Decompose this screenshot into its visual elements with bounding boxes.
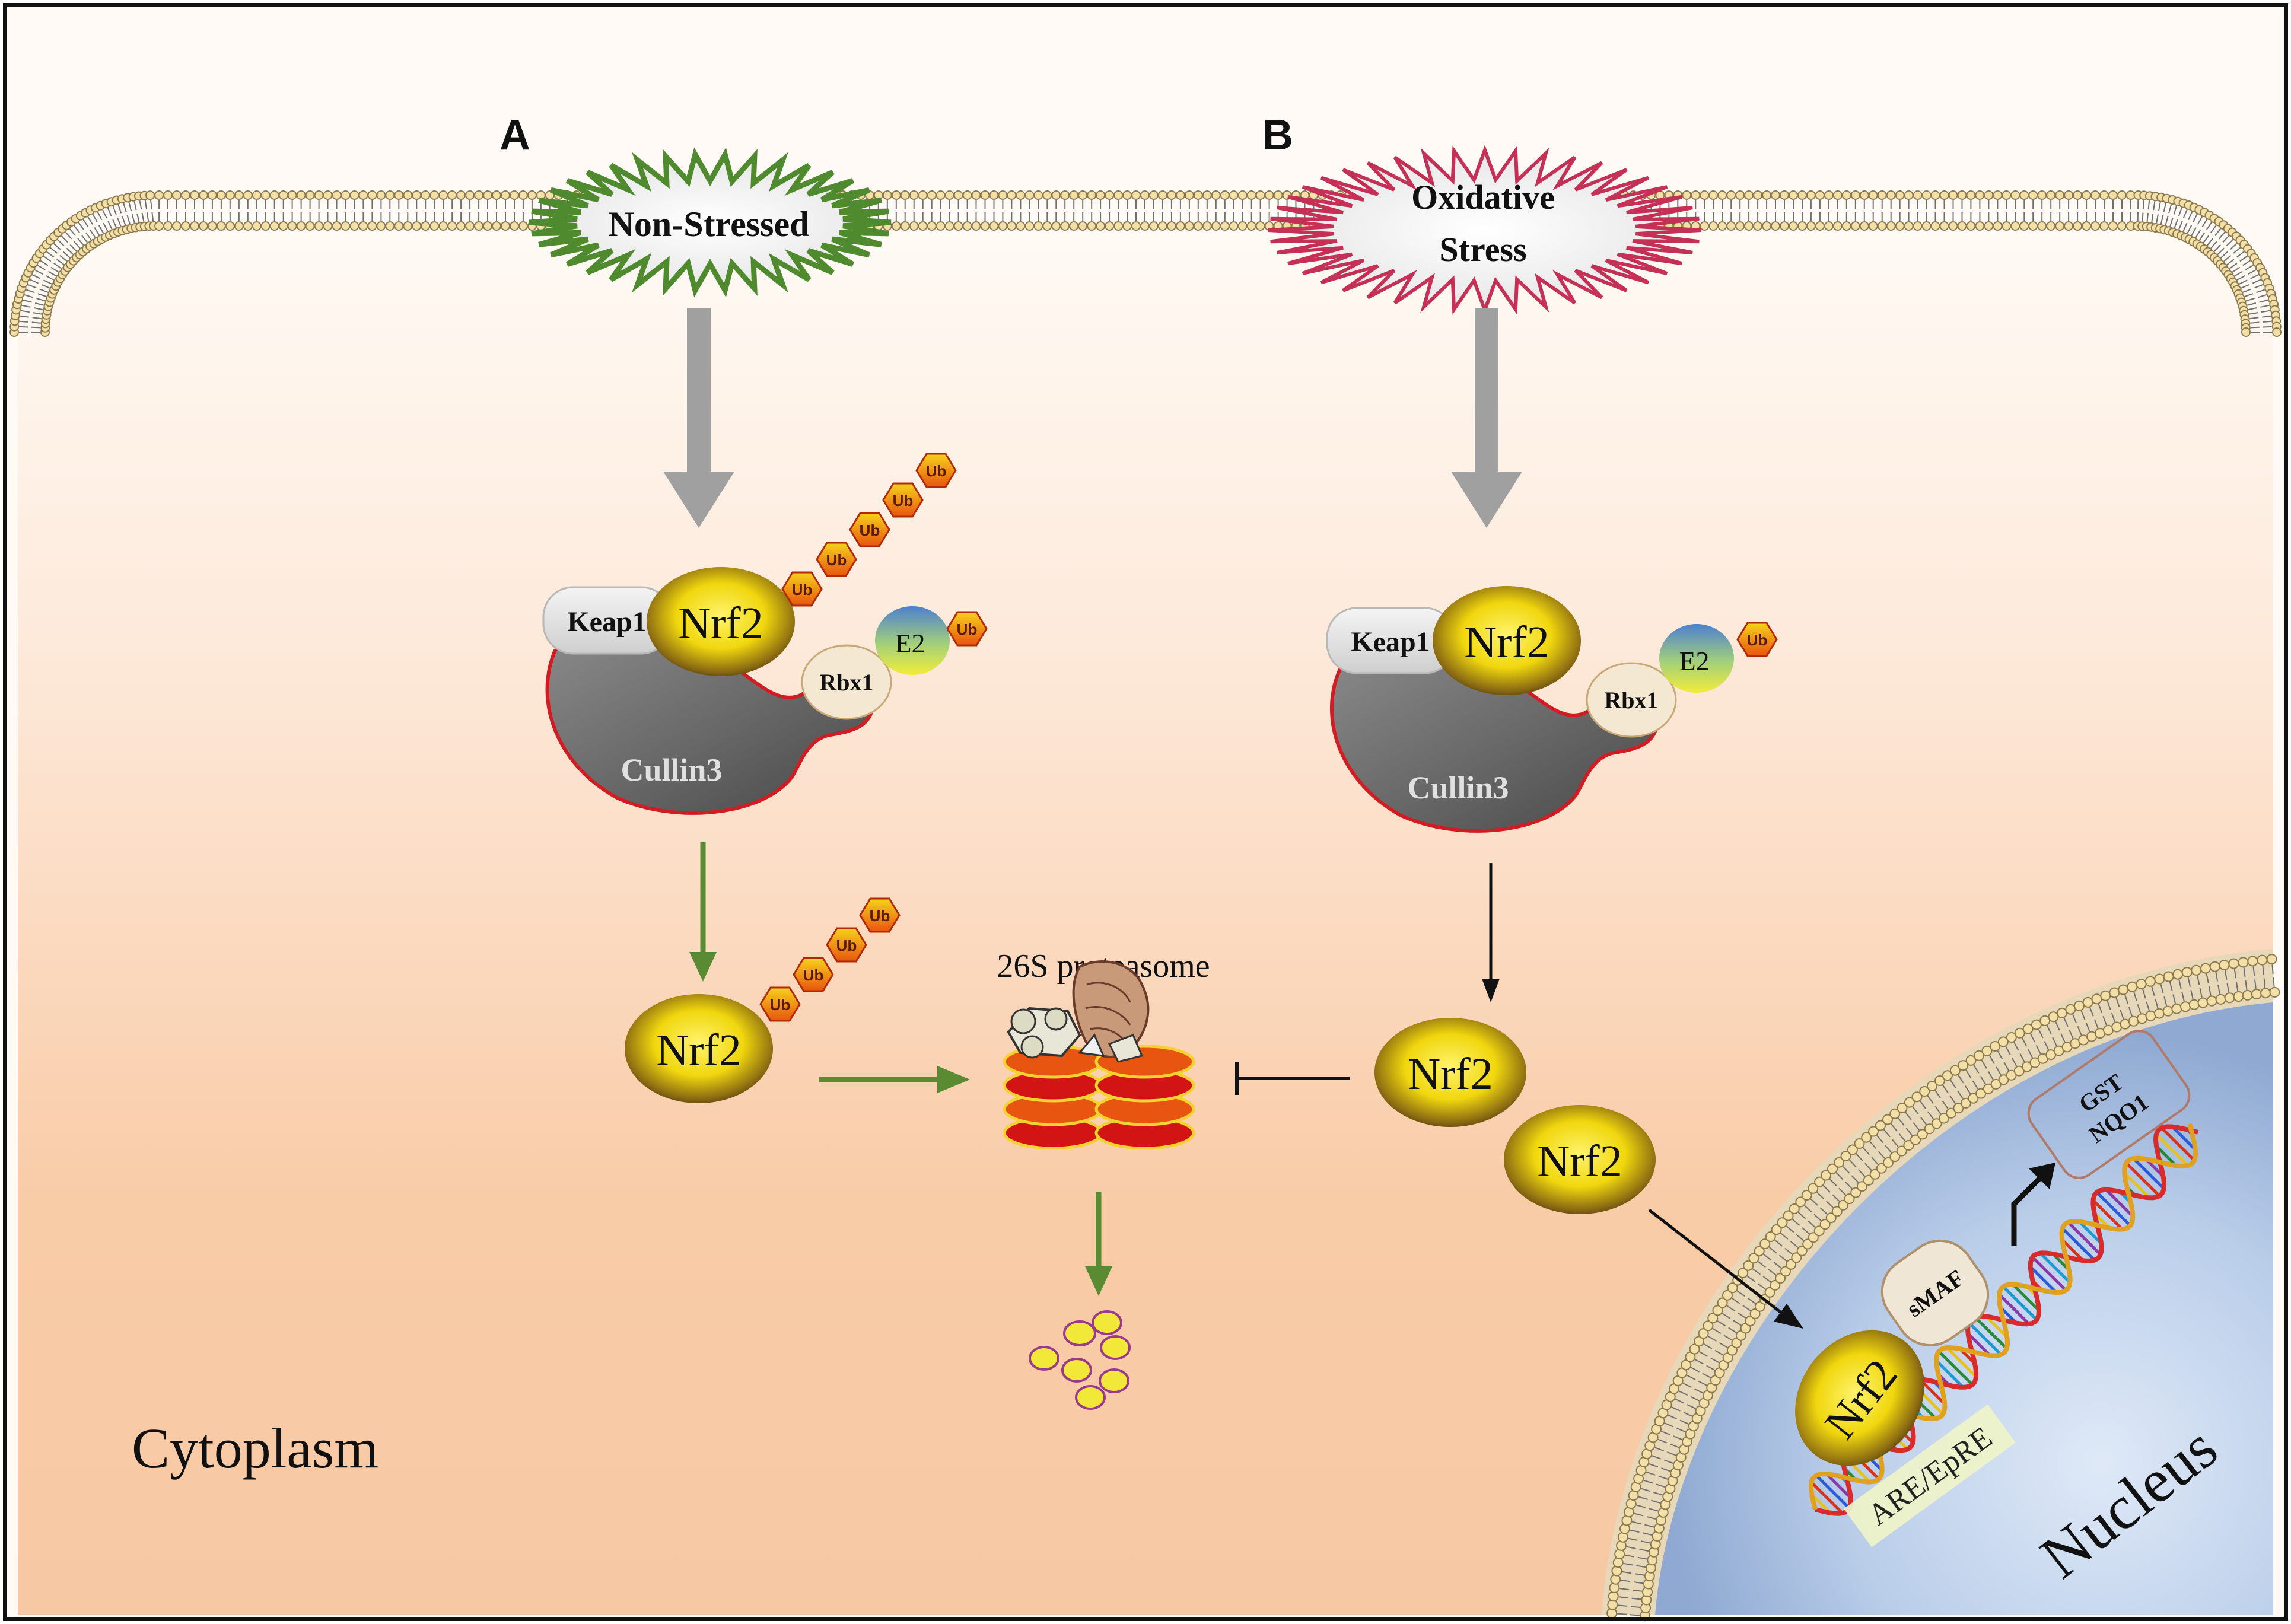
ub-hex: Ub: [915, 453, 957, 488]
ub-chain-free: Ub Ub Ub Ub: [759, 897, 901, 1022]
nrf2-nuclear: Nrf2: [1795, 1330, 1924, 1466]
ub-hex: Ub: [826, 927, 867, 963]
ub-hex: Ub: [882, 482, 924, 518]
nrf2-bound-label-a: Nrf2: [678, 598, 763, 648]
ub-label: Ub: [870, 907, 890, 925]
ub-on-e2-b: Ub: [1736, 622, 1778, 657]
cullin3-label-a: Cullin3: [621, 752, 722, 788]
stress-label: Stress: [1439, 230, 1526, 269]
proteasome-cap-left: [1007, 1007, 1081, 1059]
smaf: sMAF: [1880, 1239, 1990, 1347]
rbx1-b: [1586, 662, 1677, 738]
keap1-label-b: Keap1: [1351, 626, 1430, 658]
green-arrow-to-proteasome: [819, 1066, 970, 1093]
ub-chain-a: Ub Ub Ub Ub Ub: [781, 453, 957, 607]
nrf2-stable-2: [1504, 1105, 1656, 1214]
ub-label: Ub: [792, 581, 813, 598]
ub-hex: Ub: [816, 542, 857, 577]
nrf2-stable-label-1: Nrf2: [1408, 1049, 1493, 1099]
nrf2-stable-1: [1374, 1018, 1526, 1127]
ub-label: Ub: [926, 462, 947, 480]
proteasome-core: [1003, 1045, 1195, 1150]
ub-on-e2-a: Ub: [946, 611, 988, 647]
oxidative-label: Oxidative: [1411, 178, 1555, 216]
transcription-arrow: [2011, 1163, 2055, 1246]
inhibition-bar: [1235, 1062, 1350, 1095]
ubiquitinated-nrf2: Nrf2 Ub Ub Ub Ub: [625, 897, 901, 1103]
cullin3-label-b: Cullin3: [1407, 770, 1509, 805]
panel-label-b: B: [1262, 112, 1293, 159]
non-stressed-burst: Non-Stressed: [529, 147, 892, 298]
ub-label: Ub: [836, 937, 857, 954]
ub-label: Ub: [826, 551, 847, 569]
black-arrow-down-b: [1482, 863, 1500, 1002]
green-arrow-down-a: [689, 842, 717, 982]
ub-label: Ub: [893, 492, 914, 510]
arrow-into-nucleus: [1648, 1209, 1803, 1329]
cytoplasm-label: Cytoplasm: [132, 1416, 378, 1480]
non-stressed-label: Non-Stressed: [609, 205, 810, 244]
keap1-label-a: Keap1: [567, 606, 646, 638]
oxidative-stress-burst: Oxidative Stress: [1268, 145, 1702, 316]
green-arrow-degradation: [1085, 1192, 1112, 1296]
figure-frame: [3, 3, 2288, 1621]
peptide-fragments: [1029, 1310, 1131, 1410]
ub-hex: Ub: [759, 986, 801, 1022]
rbx1-a: [801, 644, 892, 720]
ub-label: Ub: [770, 996, 791, 1014]
ub-hex: Ub: [859, 897, 901, 933]
ub-hex: Ub: [793, 957, 834, 992]
e2-label-b: E2: [1679, 646, 1709, 676]
nrf2-bound-label-b: Nrf2: [1464, 617, 1549, 667]
ub-label: Ub: [957, 620, 978, 638]
nrf2-stable-label-2: Nrf2: [1537, 1136, 1622, 1186]
e2-a: [875, 606, 950, 675]
e2-label-a: E2: [895, 628, 925, 658]
proteasome-cap-right: [1072, 960, 1150, 1063]
keap1-cullin3-complex-b: Cullin3 Keap1 Nrf2 Rbx1 E2 Ub: [1326, 586, 1778, 833]
e2-b: [1659, 624, 1734, 693]
ub-hex: Ub: [849, 512, 890, 547]
proteasome: [1003, 960, 1195, 1150]
ub-label: Ub: [860, 521, 880, 539]
rbx1-label-a: Rbx1: [819, 669, 873, 696]
cytoplasm-region: [18, 214, 2273, 1615]
gray-arrow-a: [663, 308, 734, 528]
ub-hex: Ub: [781, 571, 823, 607]
nrf2-bound-a: [647, 567, 795, 676]
ub-label: Ub: [1747, 631, 1768, 649]
ub-label: Ub: [803, 966, 824, 984]
nrf2-free-a: [625, 994, 773, 1103]
nrf2-free-label-a: Nrf2: [656, 1026, 742, 1075]
rbx1-label-b: Rbx1: [1604, 687, 1658, 714]
keap1-cullin3-complex-a: Cullin3 Keap1 Nrf2 Rbx1 E2 Ub Ub Ub Ub U…: [542, 453, 988, 815]
panel-label-a: A: [499, 112, 530, 159]
gray-arrow-b: [1451, 308, 1522, 528]
nrf2-bound-b: [1433, 586, 1581, 695]
